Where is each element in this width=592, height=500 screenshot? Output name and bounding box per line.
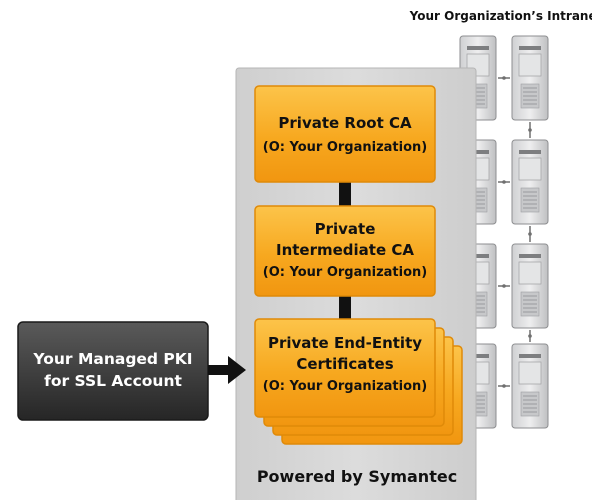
end-entity-box — [254, 318, 436, 418]
end-entity-line1: Private End-Entity — [268, 334, 422, 352]
server-link-horizontal — [498, 284, 510, 288]
root-ca-box: Private Root CA (O: Your Organization) — [254, 85, 436, 183]
server-tower — [511, 243, 549, 329]
managed-pki-line2: for SSL Account — [44, 372, 182, 390]
intermediate-ca-line3: (O: Your Organization) — [263, 265, 427, 280]
intermediate-ca-line2: Intermediate CA — [276, 241, 414, 259]
server-tower — [511, 35, 549, 121]
server-tower — [511, 343, 549, 429]
server-link-vertical — [528, 122, 532, 138]
end-entity-stack: Private End-Entity Certificates (O: Your… — [254, 318, 463, 445]
server-link-horizontal — [498, 76, 510, 80]
root-ca-subtitle: (O: Your Organization) — [263, 140, 427, 155]
server-link-vertical — [528, 330, 532, 342]
end-entity-line3: (O: Your Organization) — [263, 379, 427, 394]
intermediate-ca-line1: Private — [315, 220, 376, 238]
server-link-horizontal — [498, 384, 510, 388]
connector-root-intermediate — [339, 182, 351, 206]
root-ca-title: Private Root CA — [278, 114, 412, 132]
issue-arrow — [208, 356, 246, 384]
managed-pki-account-box: Your Managed PKI for SSL Account — [17, 321, 209, 421]
end-entity-line2: Certificates — [296, 355, 393, 373]
server-tower — [511, 139, 549, 225]
managed-pki-line1: Your Managed PKI — [32, 350, 192, 368]
powered-by-label: Powered by Symantec — [257, 467, 457, 486]
connector-intermediate-endentity — [339, 296, 351, 320]
intermediate-ca-box: Private Intermediate CA (O: Your Organiz… — [254, 205, 436, 297]
intranet-title: Your Organization’s Intranet — [409, 9, 592, 23]
server-link-horizontal — [498, 180, 510, 184]
server-link-vertical — [528, 226, 532, 242]
